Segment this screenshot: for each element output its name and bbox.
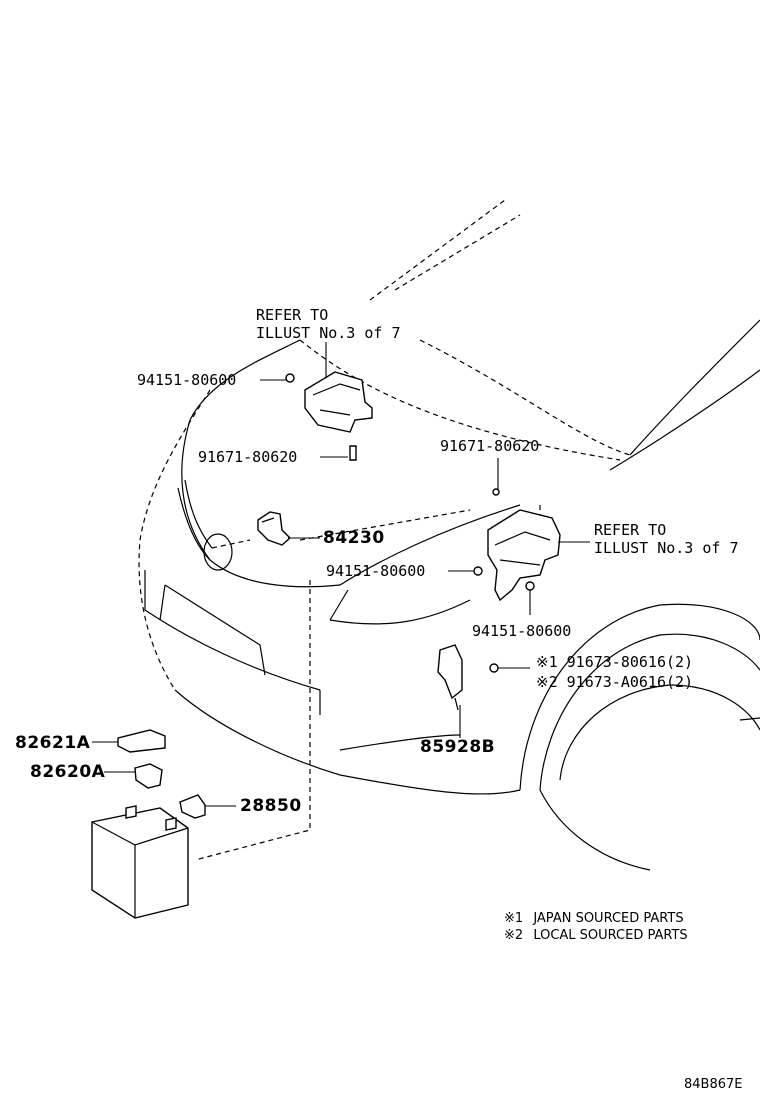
part-label-82621A[interactable]: 82621A — [15, 733, 91, 753]
mark-1-symbol: ※1 — [536, 653, 558, 671]
mark-2-symbol: ※2 — [536, 673, 558, 691]
legend-local-text: LOCAL SOURCED PARTS — [533, 928, 688, 943]
part-label-94151-80600-mid[interactable]: 94151-80600 — [326, 562, 426, 580]
refer-note-right-line1: REFER TO — [594, 521, 667, 539]
part-label-82620A[interactable]: 82620A — [30, 762, 106, 782]
legend-local: ※2 LOCAL SOURCED PARTS — [504, 928, 688, 944]
part-label-91671-80620-left[interactable]: 91671-80620 — [198, 448, 298, 466]
part-label-94151-80600-lower[interactable]: 94151-80600 — [472, 622, 572, 640]
sensor-part — [437, 644, 499, 711]
part-label-94151-80600-upper[interactable]: 94151-80600 — [137, 371, 237, 389]
part-label-85928B[interactable]: 85928B — [420, 737, 496, 757]
refer-note-top: REFER TO ILLUST No.3 of 7 — [256, 306, 401, 342]
refer-note-top-line1: REFER TO — [256, 306, 329, 324]
refer-note-top-line2: ILLUST No.3 of 7 — [256, 324, 401, 342]
upper-left-module — [285, 371, 373, 461]
horn-bracket-part — [257, 511, 292, 546]
illustration-code: 84B867E — [684, 1077, 743, 1092]
legend-japan-text: JAPAN SOURCED PARTS — [533, 911, 684, 926]
mark-2-callout: ※2 91673-A0616(2) — [536, 673, 693, 691]
part-label-91673-A0616[interactable]: 91673-A0616(2) — [566, 673, 694, 691]
legend-japan: ※1 JAPAN SOURCED PARTS — [504, 911, 684, 927]
vehicle-body-outline — [138, 199, 760, 871]
refer-note-right-line2: ILLUST No.3 of 7 — [594, 539, 739, 557]
part-label-28850[interactable]: 28850 — [240, 796, 302, 816]
legend-local-mark: ※2 — [504, 928, 524, 943]
part-label-84230[interactable]: 84230 — [323, 528, 385, 548]
legend-japan-mark: ※1 — [504, 911, 524, 926]
leader-lines — [92, 342, 590, 807]
mark-1-callout: ※1 91673-80616(2) — [536, 653, 693, 671]
part-label-91673-80616[interactable]: 91673-80616(2) — [566, 653, 694, 671]
refer-note-right: REFER TO ILLUST No.3 of 7 — [594, 521, 739, 557]
right-module — [473, 488, 561, 602]
battery-assembly — [91, 729, 206, 919]
part-label-91671-80620-right[interactable]: 91671-80620 — [440, 437, 540, 455]
